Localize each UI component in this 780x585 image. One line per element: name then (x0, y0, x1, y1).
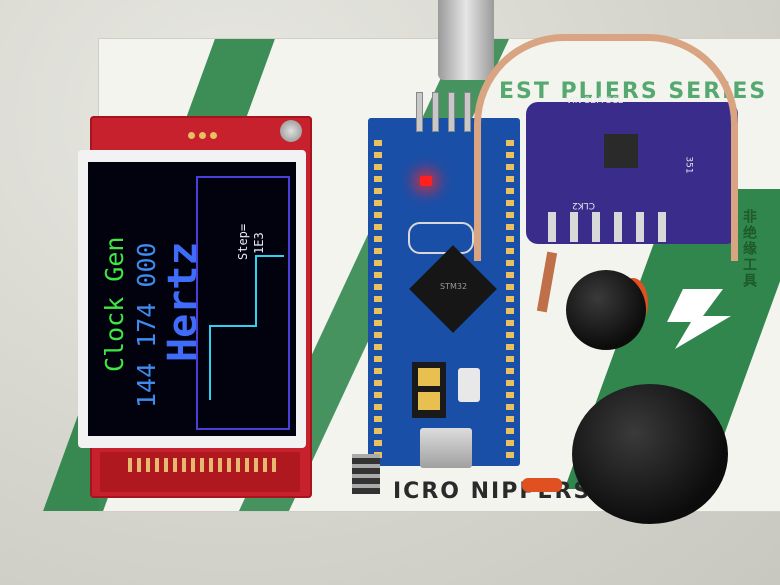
boot-jumpers (412, 362, 446, 418)
usb-cable (438, 0, 494, 80)
header-pins-bottom (352, 454, 380, 494)
power-led-icon (420, 176, 432, 186)
chip-label: STM32 (440, 282, 468, 291)
si5351-chip (604, 134, 638, 168)
frequency-value: 144 174 000 (132, 242, 161, 408)
board-pins-label: VIN SDA SCL (566, 96, 623, 106)
rotary-encoder-knob[interactable] (572, 384, 728, 524)
mounting-screw-icon (280, 120, 302, 142)
tft-pins (128, 458, 278, 472)
crystal-oscillator (408, 222, 474, 254)
header-pins (188, 124, 224, 139)
buzzer (566, 270, 646, 350)
micro-usb-port (420, 428, 472, 468)
square-wave (209, 255, 284, 400)
small-capacitor (522, 478, 562, 492)
left-pin-row (374, 140, 382, 460)
reset-button[interactable] (458, 368, 480, 402)
waveform-plot (196, 176, 290, 430)
coax-cable (474, 34, 738, 261)
right-pin-row (506, 140, 514, 460)
tft-screen (88, 162, 296, 436)
clock-gen-title: Clock Gen (100, 236, 129, 372)
card-side-text: 非绝缘工具 (741, 209, 757, 289)
swd-header (410, 92, 472, 132)
